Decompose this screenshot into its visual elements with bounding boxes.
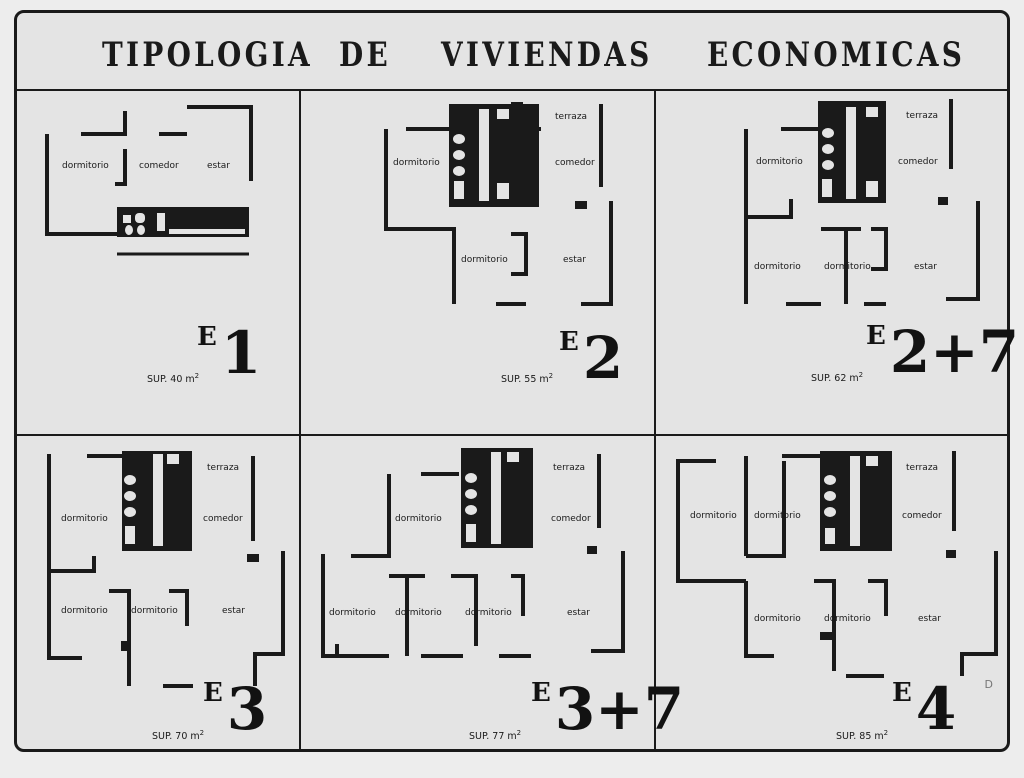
title-word-de: DE	[339, 35, 391, 75]
room-label: dormitorio	[690, 511, 737, 521]
room-label: estar	[222, 606, 245, 616]
typology-code-e3-7: E3+7	[531, 675, 685, 743]
room-label: dormitorio	[62, 161, 109, 171]
title-word-economicas: ECONOMICAS	[707, 35, 966, 75]
typology-code-e2-7: E2+7	[866, 318, 1020, 386]
room-label: comedor	[139, 161, 179, 171]
typology-panel-e3: dormitorio terraza comedor dormitorio do…	[17, 436, 301, 752]
surface-area-label: SUP. 40 m2	[147, 372, 200, 386]
typology-code-e3: E3	[203, 675, 268, 743]
typology-code-e2: E2	[559, 324, 624, 392]
typology-grid: dormitorio comedor estar SUP. 40 m2 E1	[17, 89, 1019, 752]
surface-area-label: SUP. 70 m2	[152, 729, 205, 743]
poster-sheet: TIPOLOGIA DE VIVIENDAS ECONOMICAS	[14, 10, 1019, 752]
room-label: dormitorio	[754, 614, 801, 624]
room-label: dormitorio	[329, 608, 376, 618]
surface-area-label: SUP. 77 m2	[469, 729, 522, 743]
room-label: dormitorio	[754, 511, 801, 521]
room-label: estar	[918, 614, 941, 624]
room-label: dormitorio	[393, 158, 440, 168]
room-label: estar	[914, 262, 937, 272]
room-label: dormitorio	[465, 608, 512, 618]
room-label: dormitorio	[61, 514, 108, 524]
room-label: terraza	[553, 463, 586, 473]
catalog-mark: D	[984, 678, 993, 691]
typology-panel-e2-7: dormitorio terraza comedor dormitorio do…	[656, 89, 1019, 436]
floor-plan-e1	[45, 105, 253, 256]
typology-panel-e1: dormitorio comedor estar SUP. 40 m2 E1	[17, 89, 301, 436]
surface-area-label: SUP. 62 m2	[811, 371, 864, 385]
typology-code-e1: E1	[197, 319, 262, 387]
typology-panel-e4: dormitorio dormitorio terraza comedor do…	[656, 436, 1007, 752]
floor-plan-e2	[384, 102, 613, 306]
room-label: estar	[563, 255, 586, 265]
room-label: comedor	[551, 514, 591, 524]
room-label: comedor	[555, 158, 595, 168]
room-label: comedor	[902, 511, 942, 521]
title-word-tipologia: TIPOLOGIA	[102, 35, 313, 75]
room-label: dormitorio	[131, 606, 178, 616]
room-label: dormitorio	[824, 614, 871, 624]
title-band: TIPOLOGIA DE VIVIENDAS ECONOMICAS	[17, 13, 1007, 91]
room-label: comedor	[898, 157, 938, 167]
typology-code-e4: E4	[892, 675, 957, 743]
room-label: estar	[207, 161, 230, 171]
room-label: dormitorio	[824, 262, 871, 272]
floor-plan-e2-7	[744, 99, 980, 306]
typology-panel-e3-7: dormitorio terraza comedor dormitorio do…	[301, 436, 684, 752]
room-label: dormitorio	[754, 262, 801, 272]
room-label: terraza	[555, 112, 588, 122]
room-label: dormitorio	[61, 606, 108, 616]
typology-panel-e2: dormitorio terraza comedor dormitorio es…	[301, 89, 656, 436]
room-label: dormitorio	[756, 157, 803, 167]
room-label: terraza	[906, 463, 939, 473]
surface-area-label: SUP. 85 m2	[836, 729, 889, 743]
room-label: terraza	[207, 463, 240, 473]
title-word-viviendas: VIVIENDAS	[441, 35, 653, 75]
room-label: dormitorio	[395, 608, 442, 618]
surface-area-label: SUP. 55 m2	[501, 372, 554, 386]
floor-plan-e3	[47, 451, 285, 688]
room-label: dormitorio	[395, 514, 442, 524]
room-label: estar	[567, 608, 590, 618]
room-label: terraza	[906, 111, 939, 121]
room-label: dormitorio	[461, 255, 508, 265]
floor-plan-e4	[676, 451, 998, 678]
room-label: comedor	[203, 514, 243, 524]
floor-plan-e3-7	[321, 448, 625, 658]
